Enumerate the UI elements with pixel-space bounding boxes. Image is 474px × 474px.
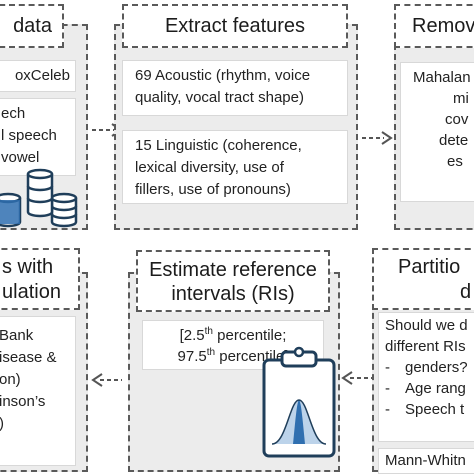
data-title: data (0, 4, 64, 48)
extract-title-box: Extract features (122, 4, 348, 48)
arrow-extract-to-remove (362, 131, 393, 145)
speech-task-line-2: l speech (1, 127, 57, 144)
clinical-datasets-card: Bank isease & on) inson’s ) (0, 316, 76, 466)
clinical-line-4: inson’s (0, 393, 46, 410)
speech-task-line-1: ech (1, 105, 26, 122)
linguistic-features-card: 15 Linguistic (coherence, lexical divers… (122, 130, 348, 204)
speech-tasks-card: ech l speech vowel (0, 98, 76, 176)
compare-title-line-1: s with (2, 256, 54, 278)
bullet-genders: -genders? (385, 359, 468, 376)
partition-title-line-2: d (460, 281, 472, 303)
remove-title-box: Remov (394, 4, 474, 48)
outlier-line-4: dete (439, 132, 469, 149)
bullet-speech-task: -Speech t (385, 401, 465, 418)
partition-questions-card: Should we d different RIs -genders? -Age… (378, 312, 474, 442)
question-line-2: different RIs (385, 338, 466, 355)
estimate-title-box: Estimate reference intervals (RIs) (136, 250, 330, 312)
lower-percentile: [2.5th percentile; (179, 326, 287, 345)
question-line-1: Should we d (385, 317, 468, 334)
acoustic-features-card: 69 Acoustic (rhythm, voice quality, voca… (122, 60, 348, 116)
database-icon (0, 168, 78, 228)
outlier-line-1: Mahalan (413, 69, 471, 86)
estimate-title-line-2: intervals (RIs) (171, 283, 295, 305)
outlier-line-5: es (447, 153, 463, 170)
linguistic-line-3: fillers, use of pronouns) (135, 181, 291, 198)
estimate-title-line-1: Estimate reference (149, 259, 317, 281)
linguistic-line-1: 15 Linguistic (coherence, (135, 137, 302, 154)
remove-title: Remov (412, 15, 474, 37)
clipboard-distribution-icon (262, 346, 336, 458)
data-title-text: data (13, 15, 52, 37)
speech-task-line-3: vowel (1, 149, 40, 166)
data-source-card: oxCeleb (0, 60, 76, 92)
clinical-line-3: on) (0, 371, 21, 388)
partition-title-line-1: Partitio (398, 256, 461, 278)
outlier-line-3: cov (445, 111, 469, 128)
compare-title-line-2: ulation (2, 281, 61, 303)
partition-title-box: Partitio d (372, 248, 474, 310)
statistical-test-card: Mann-Whitn (378, 448, 474, 474)
arrow-estimate-to-compare (91, 373, 122, 387)
acoustic-line-2: quality, vocal tract shape) (135, 89, 304, 106)
bullet-age: -Age rang (385, 380, 466, 397)
arrow-partition-to-estimate (341, 371, 372, 385)
clinical-line-2: isease & (0, 349, 57, 366)
clinical-line-5: ) (0, 413, 57, 435)
compare-title-box: s with ulation (0, 248, 80, 310)
data-source-text: oxCeleb (14, 67, 70, 84)
clinical-line-1: Bank (0, 327, 34, 344)
test-name: Mann-Whitn (385, 452, 466, 469)
linguistic-line-2: lexical diversity, use of (135, 159, 284, 176)
acoustic-line-1: 69 Acoustic (rhythm, voice (135, 67, 311, 84)
extract-title: Extract features (164, 15, 306, 37)
outlier-line-2: mi (453, 90, 469, 107)
outlier-method-card: Mahalan mi cov dete es (400, 62, 474, 202)
